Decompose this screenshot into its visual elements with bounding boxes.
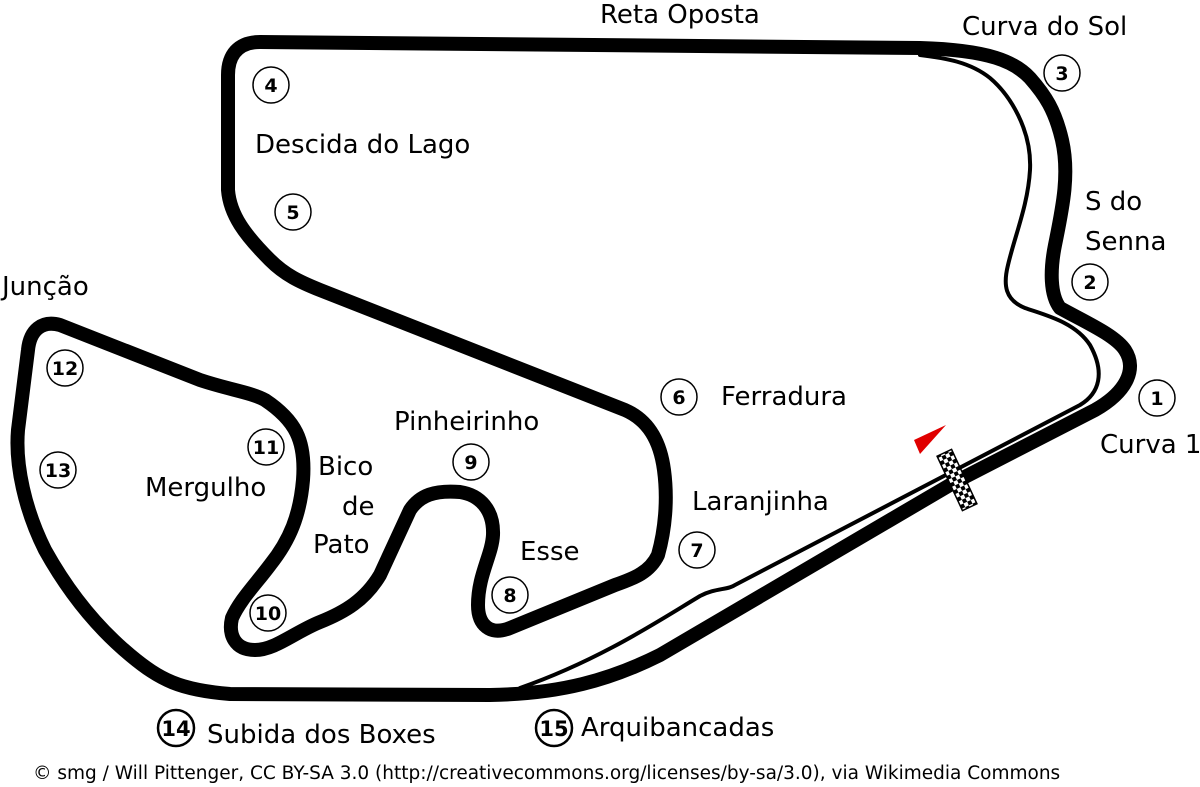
svg-text:13: 13 [45, 460, 71, 482]
corner-marker-4: 4 [252, 66, 290, 104]
label-esse: Esse [520, 537, 580, 567]
corner-marker-5: 5 [274, 193, 312, 231]
pit-lane [518, 53, 1101, 690]
label-subida-dos-boxes: Subida dos Boxes [207, 720, 436, 750]
label-s-do-senna-1: S do [1085, 187, 1142, 217]
label-reta-oposta: Reta Oposta [600, 0, 760, 30]
svg-text:6: 6 [672, 387, 685, 409]
corner-marker-8: 8 [491, 576, 529, 614]
label-pinheirinho: Pinheirinho [394, 407, 539, 437]
label-laranjinha: Laranjinha [692, 487, 829, 517]
corner-marker-13: 13 [39, 451, 77, 489]
track [10, 35, 1137, 702]
label-curva-do-sol: Curva do Sol [962, 12, 1127, 42]
corner-marker-6: 6 [660, 378, 698, 416]
label-descida-do-lago: Descida do Lago [255, 130, 470, 160]
corner-marker-14: 14 [156, 708, 196, 748]
label-bico-2: de [342, 492, 375, 522]
label-juncao: Junção [0, 272, 89, 302]
svg-text:8: 8 [503, 585, 516, 607]
label-s-do-senna-2: Senna [1085, 227, 1166, 257]
svg-text:9: 9 [464, 452, 477, 474]
svg-text:2: 2 [1083, 272, 1096, 294]
corner-marker-7: 7 [678, 531, 716, 569]
corner-marker-12: 12 [46, 349, 84, 387]
svg-text:12: 12 [52, 358, 78, 380]
svg-text:4: 4 [264, 75, 277, 97]
start-finish-line-icon [936, 448, 978, 512]
svg-text:10: 10 [255, 603, 281, 625]
label-mergulho: Mergulho [145, 473, 266, 503]
corner-marker-15: 15 [534, 708, 574, 748]
direction-arrow-icon [914, 425, 946, 454]
corner-marker-10: 10 [249, 594, 287, 632]
svg-text:3: 3 [1055, 63, 1068, 85]
svg-text:11: 11 [253, 437, 279, 459]
corner-marker-2: 2 [1071, 263, 1109, 301]
label-ferradura: Ferradura [721, 382, 847, 412]
label-curva-1: Curva 1 [1100, 430, 1200, 460]
svg-text:15: 15 [539, 717, 568, 741]
svg-text:7: 7 [690, 540, 703, 562]
corner-marker-1: 1 [1138, 379, 1176, 417]
svg-text:1: 1 [1150, 388, 1163, 410]
label-arquibancadas: Arquibancadas [581, 713, 774, 743]
svg-text:14: 14 [161, 717, 190, 741]
label-bico-1: Bico [318, 452, 373, 482]
attribution-credit: © smg / Will Pittenger, CC BY-SA 3.0 (ht… [33, 763, 1060, 784]
corner-marker-9: 9 [452, 443, 490, 481]
corner-marker-11: 11 [247, 428, 285, 466]
svg-text:5: 5 [286, 202, 299, 224]
label-bico-3: Pato [313, 530, 370, 560]
corner-marker-3: 3 [1043, 54, 1081, 92]
